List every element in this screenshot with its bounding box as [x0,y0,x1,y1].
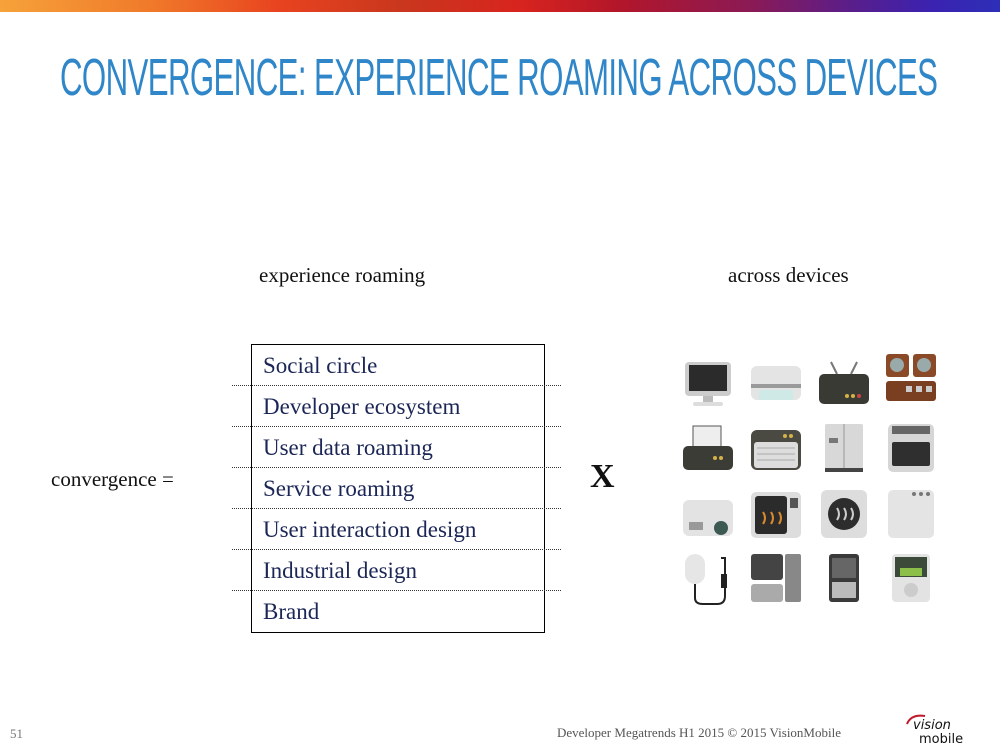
oven-icon [888,424,934,472]
svg-text:mobile: mobile [919,732,963,746]
row-divider [232,508,561,509]
table-row: Social circle [263,353,378,378]
mouse-icon [685,554,727,605]
fridge-icon [825,424,863,472]
footer-copyright: Developer Megatrends H1 2015 © 2015 Visi… [557,725,841,740]
across-devices-heading: across devices [728,263,849,287]
table-row: User interaction design [263,517,477,542]
air-conditioner-icon [751,430,801,470]
smartphone-icon [829,554,859,602]
device-icon-grid [676,350,946,610]
svg-text:vision: vision [913,718,951,733]
microwave-icon [751,492,801,538]
table-row: Developer ecosystem [263,394,461,419]
table-row: User data roaming [263,435,433,460]
table-row: Brand [263,599,320,624]
projector-icon [683,500,733,536]
roaming-table: Social circle Developer ecosystem User d… [251,344,545,633]
page-number: 51 [10,726,23,741]
music-player-icon [892,554,930,602]
dishwasher-icon [888,490,934,538]
table-row: Industrial design [263,558,417,583]
row-divider [232,549,561,550]
visionmobile-logo: vision mobile [906,714,963,746]
washing-machine-icon [821,490,867,538]
experience-roaming-heading: experience roaming [259,263,426,287]
printer-icon [751,366,801,400]
receipt-printer-icon [683,425,733,470]
slide-title: CONVERGENCE: EXPERIENCE ROAMING ACROSS D… [60,49,938,107]
monitor-icon [685,362,731,406]
top-gradient-bar [0,0,1000,12]
router-icon [819,361,869,404]
row-divider [232,426,561,427]
row-divider [232,467,561,468]
row-divider [232,385,561,386]
row-divider [232,590,561,591]
speakers-icon [886,354,936,401]
desktop-computer-icon [751,554,801,602]
multiply-symbol: X [590,458,615,495]
convergence-label: convergence = [51,467,174,491]
table-row: Service roaming [263,476,415,501]
